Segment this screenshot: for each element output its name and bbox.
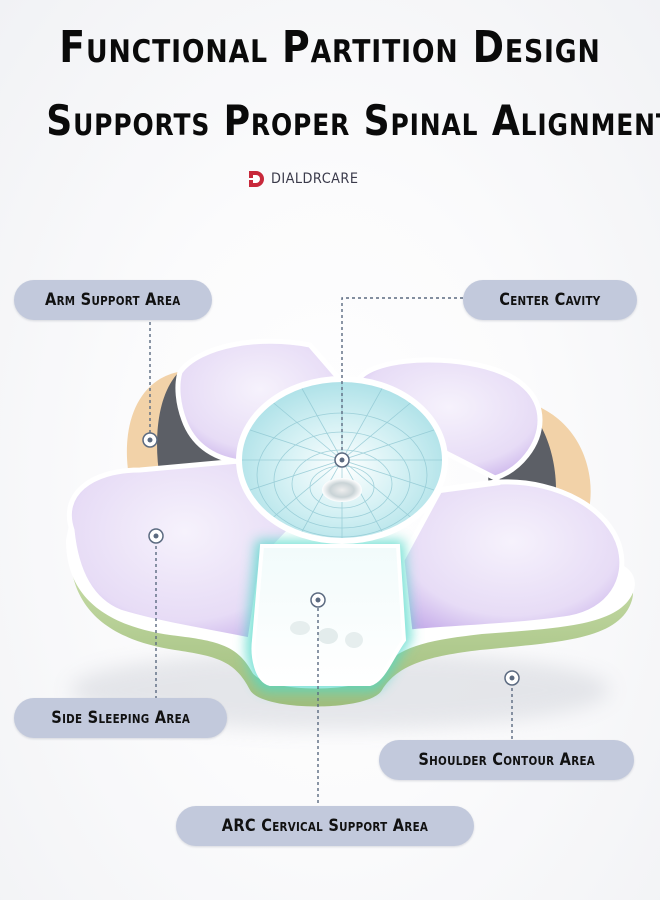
callout-shoulder-contour: Shoulder Contour Area — [379, 740, 634, 780]
headline-line-1: Functional Partition Design — [59, 22, 601, 73]
callout-center-cavity: Center Cavity — [463, 280, 637, 320]
headline-line-2: Supports Proper Spinal Alignment — [46, 96, 660, 145]
callout-side-sleeping-text: Side Sleeping Area — [51, 708, 190, 728]
callout-side-sleeping: Side Sleeping Area — [14, 698, 227, 738]
callout-arc-cervical: ARC Cervical Support Area — [176, 806, 474, 846]
brand-name: DIALDRCARE — [271, 171, 359, 187]
callout-arm-support: Arm Support Area — [14, 280, 212, 320]
d-letter-logo-icon — [249, 171, 264, 187]
callout-shoulder-contour-text: Shoulder Contour Area — [418, 750, 595, 770]
brand-mark: DIALDRCARE — [246, 165, 366, 193]
hotspot-markers — [142, 432, 520, 686]
callout-arc-cervical-text: ARC Cervical Support Area — [221, 816, 429, 836]
callout-arm-support-text: Arm Support Area — [45, 290, 181, 310]
callout-center-cavity-text: Center Cavity — [499, 290, 601, 310]
